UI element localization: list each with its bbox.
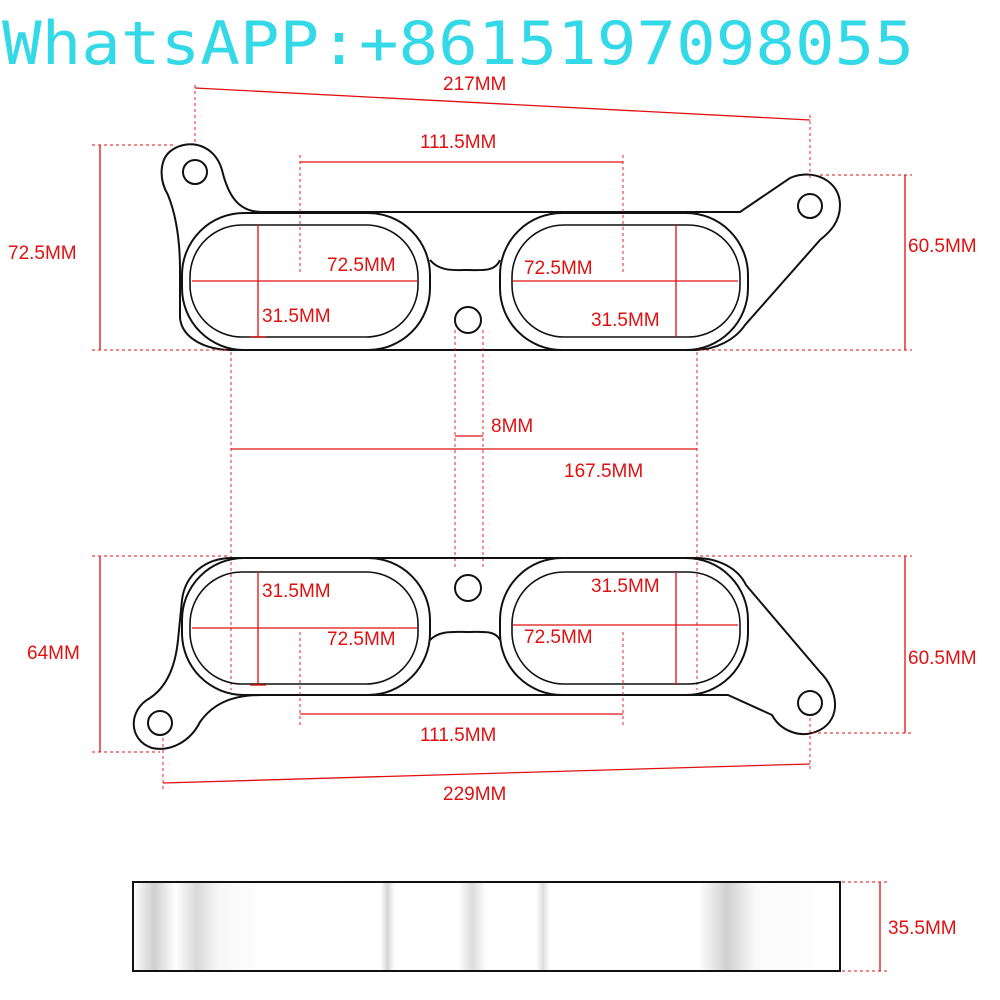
bottom-left-port-height-label: 31.5MM (262, 581, 331, 602)
top-gasket-outline (160, 143, 842, 351)
top-right-port-outer (499, 212, 749, 351)
top-left-port-height-label: 31.5MM (262, 306, 331, 327)
bottom-left-bolt-hole (147, 710, 173, 736)
top-dimensions: 217MM 111.5MM 72.5MM 60.5MM 72.5MM 31.5M… (8, 74, 977, 351)
top-right-port-width-label: 72.5MM (524, 258, 593, 279)
top-center-hole (454, 306, 482, 334)
bottom-center-hole (454, 574, 482, 602)
top-port-spacing-label: 111.5MM (420, 132, 496, 153)
bottom-left-port-inner (189, 571, 419, 685)
bottom-overall-length-label: 229MM (443, 784, 506, 805)
outer-port-span-label: 167.5MM (564, 461, 643, 482)
bottom-center-bridge (429, 630, 501, 641)
top-center-bridge (429, 259, 501, 272)
middle-dimensions: 8MM 167.5MM (230, 330, 698, 690)
bottom-left-port-width-label: 72.5MM (327, 629, 396, 650)
top-overall-length-label: 217MM (443, 74, 506, 95)
top-right-port-height-label: 31.5MM (591, 310, 660, 331)
side-view-plate (132, 881, 841, 972)
top-left-port-outer (181, 212, 431, 351)
side-view: 35.5MM (132, 881, 957, 972)
top-left-height-label: 72.5MM (8, 243, 77, 264)
bottom-right-port-height-label: 31.5MM (591, 576, 660, 597)
top-right-bolt-hole (797, 193, 823, 219)
bottom-dimensions: 64MM 60.5MM 111.5MM 229MM 72.5MM 31.5MM … (27, 555, 977, 805)
bottom-right-port-inner (511, 571, 741, 685)
bottom-right-port-outer (499, 557, 749, 696)
bottom-port-spacing-label: 111.5MM (420, 725, 496, 746)
top-left-bolt-hole (182, 159, 208, 185)
top-right-port-inner (511, 224, 741, 338)
bottom-right-height-label: 60.5MM (908, 648, 977, 669)
top-left-port-width-label: 72.5MM (327, 255, 396, 276)
bottom-gasket (132, 557, 836, 750)
top-left-port-inner (189, 224, 419, 338)
bottom-left-height-label: 64MM (27, 643, 80, 664)
top-right-height-label: 60.5MM (908, 236, 977, 257)
side-thickness-label: 35.5MM (888, 918, 957, 939)
bottom-gasket-outline (132, 557, 836, 750)
bottom-right-bolt-hole (797, 690, 823, 716)
hole-diameter-label: 8MM (491, 416, 533, 437)
watermark-text: WhatsAPP:+8615197098055 (2, 9, 914, 79)
top-gasket (160, 143, 842, 351)
bottom-left-port-outer (181, 557, 431, 696)
bottom-right-port-width-label: 72.5MM (524, 627, 593, 648)
